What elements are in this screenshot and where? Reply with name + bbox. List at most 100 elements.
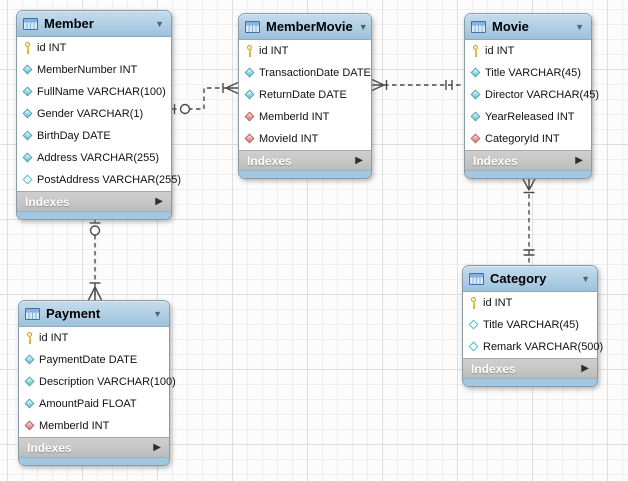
indexes-bar[interactable]: Indexes ▶ (465, 150, 591, 170)
column-row[interactable]: PostAddress VARCHAR(255) (17, 169, 181, 191)
column-row[interactable]: id INT (465, 40, 591, 62)
table-member-header[interactable]: Member ▼ (17, 11, 171, 37)
column-label: BirthDay DATE (37, 130, 111, 142)
column-row[interactable]: Remark VARCHAR(500) (463, 336, 603, 358)
column-label: Remark VARCHAR(500) (483, 341, 604, 353)
indexes-label: Indexes (473, 153, 518, 168)
column-label: Director VARCHAR(45) (485, 89, 600, 101)
table-movie[interactable]: Movie ▼ id INT Title VARCHAR(45) Directo… (464, 13, 599, 179)
table-icon (245, 20, 260, 33)
table-payment[interactable]: Payment ▼ id INT PaymentDate DATE Descri… (18, 300, 176, 466)
column-row[interactable]: CategoryId INT (465, 128, 591, 150)
column-row[interactable]: Director VARCHAR(45) (465, 84, 599, 106)
column-label: MemberId INT (259, 111, 330, 123)
expand-arrow-icon[interactable]: ▶ (575, 155, 583, 166)
table-membermovie[interactable]: MemberMovie ▼ id INT TransactionDate DAT… (238, 13, 372, 179)
column-diamond-icon (24, 398, 36, 411)
table-icon (23, 17, 38, 30)
column-row[interactable]: MemberNumber INT (17, 59, 171, 81)
column-diamond-icon (22, 64, 34, 77)
nullable-column-diamond-icon (468, 319, 480, 332)
table-footer-strip (17, 211, 171, 219)
column-row[interactable]: FullName VARCHAR(100) (17, 81, 171, 103)
column-row[interactable]: MemberId INT (19, 415, 169, 437)
column-row[interactable]: Gender VARCHAR(1) (17, 103, 171, 125)
column-label: FullName VARCHAR(100) (37, 86, 166, 98)
column-label: id INT (259, 45, 289, 57)
collapse-arrow-icon[interactable]: ▼ (155, 18, 164, 29)
relationship-member-payment[interactable] (87, 219, 103, 301)
table-category-header[interactable]: Category ▼ (463, 266, 597, 292)
indexes-bar[interactable]: Indexes ▶ (239, 150, 371, 170)
column-row[interactable]: YearReleased INT (465, 106, 591, 128)
column-row[interactable]: MemberId INT (239, 106, 371, 128)
column-row[interactable]: MovieId INT (239, 128, 371, 150)
relationship-member-membermovie[interactable] (172, 81, 239, 115)
column-diamond-icon (244, 89, 256, 102)
column-row[interactable]: ReturnDate DATE (239, 84, 371, 106)
indexes-bar[interactable]: Indexes ▶ (463, 358, 597, 378)
column-row[interactable]: AmountPaid FLOAT (19, 393, 169, 415)
indexes-label: Indexes (471, 361, 516, 376)
relationship-movie-category[interactable] (521, 177, 537, 265)
column-label: ReturnDate DATE (259, 89, 347, 101)
relationship-membermovie-movie[interactable] (371, 78, 464, 92)
column-label: Title VARCHAR(45) (485, 67, 581, 79)
column-label: id INT (39, 332, 69, 344)
column-row[interactable]: Description VARCHAR(100) (19, 371, 176, 393)
expand-arrow-icon[interactable]: ▶ (153, 442, 161, 453)
column-diamond-icon (470, 89, 482, 102)
table-membermovie-header[interactable]: MemberMovie ▼ (239, 14, 371, 40)
table-footer-strip (239, 170, 371, 178)
column-label: MemberNumber INT (37, 64, 138, 76)
column-row[interactable]: Address VARCHAR(255) (17, 147, 171, 169)
table-title: Payment (46, 306, 101, 321)
collapse-arrow-icon[interactable]: ▼ (358, 21, 368, 32)
table-footer-strip (465, 170, 591, 178)
table-category[interactable]: Category ▼ id INT Title VARCHAR(45) Rema… (462, 265, 603, 387)
foreign-key-diamond-icon (470, 133, 482, 146)
column-label: MovieId INT (259, 133, 319, 145)
column-row[interactable]: id INT (463, 292, 597, 314)
indexes-label: Indexes (247, 153, 292, 168)
expand-arrow-icon[interactable]: ▶ (581, 363, 589, 374)
indexes-bar[interactable]: Indexes ▶ (19, 437, 169, 457)
column-row[interactable]: BirthDay DATE (17, 125, 171, 147)
column-label: id INT (485, 45, 515, 57)
column-label: TransactionDate DATE (259, 67, 371, 79)
column-row[interactable]: Title VARCHAR(45) (463, 314, 597, 336)
column-diamond-icon (22, 130, 34, 143)
table-title: Movie (492, 19, 529, 34)
foreign-key-diamond-icon (24, 420, 36, 433)
collapse-arrow-icon[interactable]: ▼ (153, 308, 162, 319)
table-member[interactable]: Member ▼ id INT MemberNumber INT FullNam… (16, 10, 181, 220)
expand-arrow-icon[interactable]: ▶ (155, 196, 163, 207)
expand-arrow-icon[interactable]: ▶ (355, 155, 363, 166)
column-label: Description VARCHAR(100) (39, 376, 176, 388)
table-payment-header[interactable]: Payment ▼ (19, 301, 169, 327)
indexes-label: Indexes (25, 194, 70, 209)
table-footer-strip (463, 378, 597, 386)
collapse-arrow-icon[interactable]: ▼ (581, 273, 590, 284)
table-icon (469, 272, 484, 285)
column-row[interactable]: PaymentDate DATE (19, 349, 169, 371)
column-row[interactable]: id INT (19, 327, 169, 349)
column-row[interactable]: Title VARCHAR(45) (465, 62, 591, 84)
collapse-arrow-icon[interactable]: ▼ (575, 21, 584, 32)
column-label: YearReleased INT (485, 111, 575, 123)
column-diamond-icon (22, 152, 34, 165)
primary-key-icon (22, 42, 34, 55)
column-label: MemberId INT (39, 420, 110, 432)
table-movie-header[interactable]: Movie ▼ (465, 14, 591, 40)
column-row[interactable]: TransactionDate DATE (239, 62, 371, 84)
nullable-column-diamond-icon (468, 341, 480, 354)
column-row[interactable]: id INT (17, 37, 171, 59)
column-label: AmountPaid FLOAT (39, 398, 137, 410)
column-row[interactable]: id INT (239, 40, 371, 62)
column-label: Address VARCHAR(255) (37, 152, 160, 164)
indexes-bar[interactable]: Indexes ▶ (17, 191, 171, 211)
primary-key-icon (244, 45, 256, 58)
table-footer-strip (19, 457, 169, 465)
column-diamond-icon (470, 111, 482, 124)
primary-key-icon (468, 297, 480, 310)
